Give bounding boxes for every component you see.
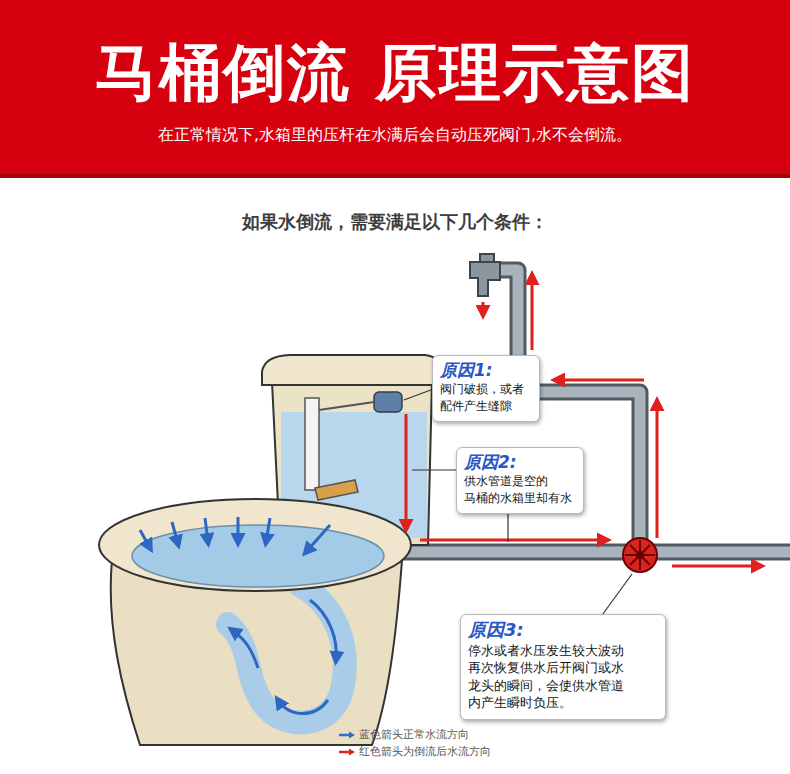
callout-body: 阀门破损，或者 配件产生缝隙 <box>440 381 532 413</box>
callout-heading: 原因3: <box>468 619 658 641</box>
red-arrow <box>531 276 534 350</box>
red-arrow <box>672 565 760 568</box>
leader-lines <box>404 388 632 618</box>
faucet-handle <box>480 254 494 262</box>
blue-arrow <box>232 630 258 668</box>
blue-arrow <box>310 600 336 660</box>
red-arrow <box>405 414 408 528</box>
section-heading: 如果水倒流，需要满足以下几个条件： <box>0 210 790 234</box>
legend-swatch <box>338 748 356 756</box>
valve-wheel <box>623 538 657 572</box>
red-arrow <box>556 379 644 382</box>
reason-callout: 原因1:阀门破损，或者 配件产生缝隙 <box>432 355 540 422</box>
supply-pipes <box>390 254 790 572</box>
pipe-outline <box>390 400 790 552</box>
blue-arrow <box>237 517 240 542</box>
callout-body: 停水或者水压发生较大波动 再次恢复供水后开阀门或水 龙头的瞬间，会使供水管道 内… <box>468 642 658 712</box>
leader-line <box>507 514 508 542</box>
blue-arrow <box>172 522 178 544</box>
blue-arrow <box>205 518 208 542</box>
callout-body: 供水管道是空的 马桶的水箱里却有水 <box>464 473 576 505</box>
subtitle-text: 在正常情况下,水箱里的压杆在水满后会自动压死阀门,水不会倒流。 <box>0 124 790 146</box>
callout-heading: 原因2: <box>464 452 576 472</box>
legend-row: 红色箭头为倒流后水流方向 <box>338 743 491 760</box>
blue-arrow <box>306 525 330 552</box>
red-arrow <box>482 302 485 314</box>
lever-arm <box>319 402 374 410</box>
float-valve <box>374 392 402 412</box>
flush-valve-tube <box>305 398 319 490</box>
swatch-line <box>339 751 350 754</box>
swatch-head <box>349 749 355 756</box>
swatch-line <box>339 734 350 737</box>
leader-line <box>412 469 460 470</box>
swatch-head <box>349 732 355 739</box>
legend-swatch <box>338 731 356 739</box>
page-title: 马桶倒流 原理示意图 <box>0 36 790 110</box>
blue-arrow <box>278 700 328 714</box>
backflow-arrows <box>406 276 760 566</box>
red-banner <box>0 0 790 178</box>
flapper <box>315 480 358 500</box>
reason-callout: 原因3:停水或者水压发生较大波动 再次恢复供水后开阀门或水 龙头的瞬间，会使供水… <box>460 614 666 720</box>
red-arrow <box>656 402 659 538</box>
legend-text: 红色箭头为倒流后水流方向 <box>359 745 491 758</box>
pipe <box>390 400 790 552</box>
trapway-water <box>228 585 345 723</box>
toilet <box>99 355 441 745</box>
reason-callout: 原因2:供水管道是空的 马桶的水箱里却有水 <box>456 447 584 514</box>
valve-spokes <box>625 540 655 570</box>
bowl-rim <box>99 499 411 591</box>
red-arrow <box>420 539 606 542</box>
blue-arrow <box>266 518 270 542</box>
valve-hub <box>636 551 644 559</box>
leader-line <box>600 574 632 618</box>
legend-row: 蓝色箭头正常水流方向 <box>338 726 491 743</box>
callout-heading: 原因1: <box>440 360 532 380</box>
legend-text: 蓝色箭头正常水流方向 <box>359 728 469 741</box>
tank-lid <box>262 355 441 385</box>
normal-flow-arrows <box>140 517 336 714</box>
blue-arrow <box>140 530 150 548</box>
faucet <box>470 262 500 296</box>
banner-edge <box>0 174 790 178</box>
legend: 蓝色箭头正常水流方向红色箭头为倒流后水流方向 <box>338 726 491 760</box>
bowl-water <box>132 525 384 587</box>
